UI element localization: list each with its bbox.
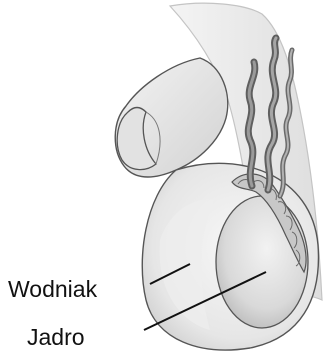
label-hydrocele: Wodniak [8,276,98,302]
testis [216,196,308,328]
label-testis: Jadro [27,324,85,350]
